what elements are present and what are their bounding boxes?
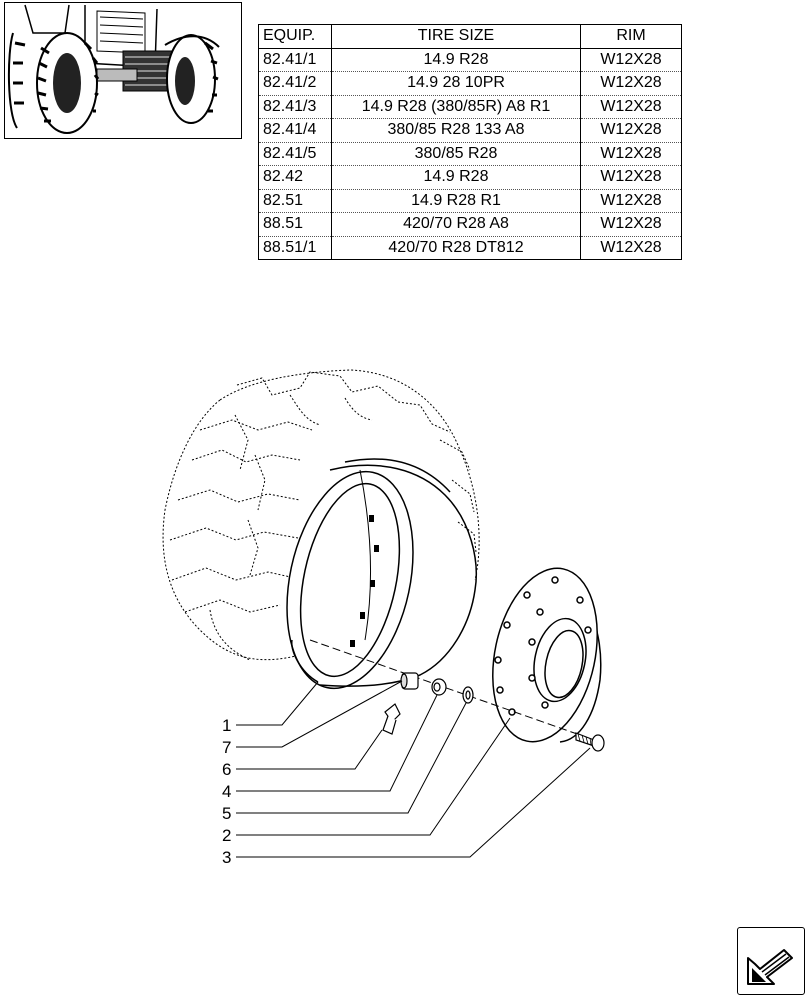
cell-rim: W12X28 [580,142,682,166]
callout-7: 7 [222,738,231,757]
table-header-row: EQUIP. TIRE SIZE RIM [258,24,682,49]
callout-6: 6 [222,760,231,779]
table-row: 82.41/5 380/85 R28 W12X28 [258,142,682,166]
cell-equip: 82.41/5 [258,142,332,166]
cell-equip: 82.41/4 [258,118,332,143]
nut [400,672,419,690]
cell-tire-size: 380/85 R28 133 A8 [331,118,581,143]
cell-tire-size: 14.9 R28 R1 [331,189,581,213]
callout-1: 1 [222,716,231,735]
cell-rim: W12X28 [580,95,682,119]
cell-rim: W12X28 [580,189,682,213]
cell-tire-size: 14.9 R28 (380/85R) A8 R1 [331,95,581,119]
table-row: 82.41/4 380/85 R28 133 A8 W12X28 [258,118,682,143]
table-row: 82.41/3 14.9 R28 (380/85R) A8 R1 W12X28 [258,95,682,119]
tire-spec-table: EQUIP. TIRE SIZE RIM 82.41/1 14.9 R28 W1… [258,24,682,260]
header-equip: EQUIP. [258,24,332,49]
callout-5: 5 [222,804,231,823]
next-page-arrow-icon [747,949,793,985]
washer [462,686,474,704]
cell-tire-size: 380/85 R28 [331,142,581,166]
cell-equip: 82.51 [258,189,332,213]
header-rim: RIM [580,24,682,49]
table-row: 82.42 14.9 R28 W12X28 [258,165,682,190]
cell-tire-size: 420/70 R28 A8 [331,212,581,237]
cell-equip: 88.51 [258,212,332,237]
next-page-button[interactable] [737,927,805,995]
cell-tire-size: 14.9 28 10PR [331,71,581,96]
table-row: 88.51/1 420/70 R28 DT812 W12X28 [258,236,682,260]
header-tire-size: TIRE SIZE [331,24,581,49]
cell-tire-size: 14.9 R28 [331,165,581,190]
table-row: 82.41/1 14.9 R28 W12X28 [258,48,682,72]
tire-outline [162,369,480,661]
cell-equip: 82.41/3 [258,95,332,119]
cell-tire-size: 420/70 R28 DT812 [331,236,581,260]
table-row: 82.51 14.9 R28 R1 W12X28 [258,189,682,213]
table-row: 82.41/2 14.9 28 10PR W12X28 [258,71,682,96]
stud [382,703,401,735]
cell-equip: 82.42 [258,165,332,190]
bushing [431,678,447,696]
cell-rim: W12X28 [600,238,662,256]
tractor-thumbnail [4,2,242,139]
callout-2: 2 [222,826,231,845]
leader-lines [236,680,591,858]
cell-rim: W12X28 [580,118,682,143]
callout-4: 4 [222,782,231,801]
cell-equip: 88.51/1 [258,236,332,260]
callout-3: 3 [222,848,231,867]
cell-rim: W12X28 [580,165,682,190]
bolt [575,732,605,752]
cell-rim: W12X28 [580,48,682,72]
cell-tire-size: 14.9 R28 [331,48,581,72]
table-row: 88.51 420/70 R28 A8 W12X28 [258,212,682,237]
cell-rim: W12X28 [580,71,682,96]
cell-rim: W12X28 [580,212,682,237]
cell-equip: 82.41/2 [258,71,332,96]
tractor-front-icon [7,4,220,134]
rim-assembly [286,458,477,690]
cell-equip: 82.41/1 [258,48,332,72]
wheel-disc [492,567,602,743]
